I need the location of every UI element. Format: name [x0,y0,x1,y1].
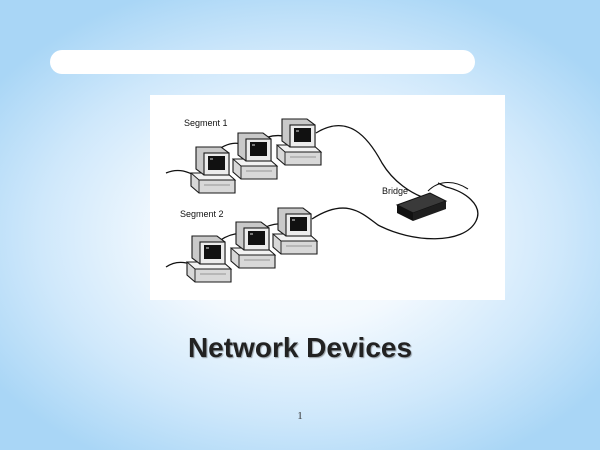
title-placeholder-bar [50,50,475,74]
bridge-device [395,192,448,221]
pc-segment2-2 [230,221,276,269]
bridge-label: Bridge [382,186,408,196]
network-diagram: Segment 1 Segment 2 Bridge [150,95,505,300]
pc-segment2-3 [272,207,318,255]
segment2-label: Segment 2 [180,209,224,219]
pc-segment1-3 [276,118,322,166]
pc-segment1-2 [232,132,278,180]
segment1-label: Segment 1 [184,118,228,128]
pc-segment1-1 [190,146,236,194]
page-number: 1 [297,410,303,422]
slide-title: Network Devices [187,332,413,363]
pc-segment2-1 [186,235,232,283]
